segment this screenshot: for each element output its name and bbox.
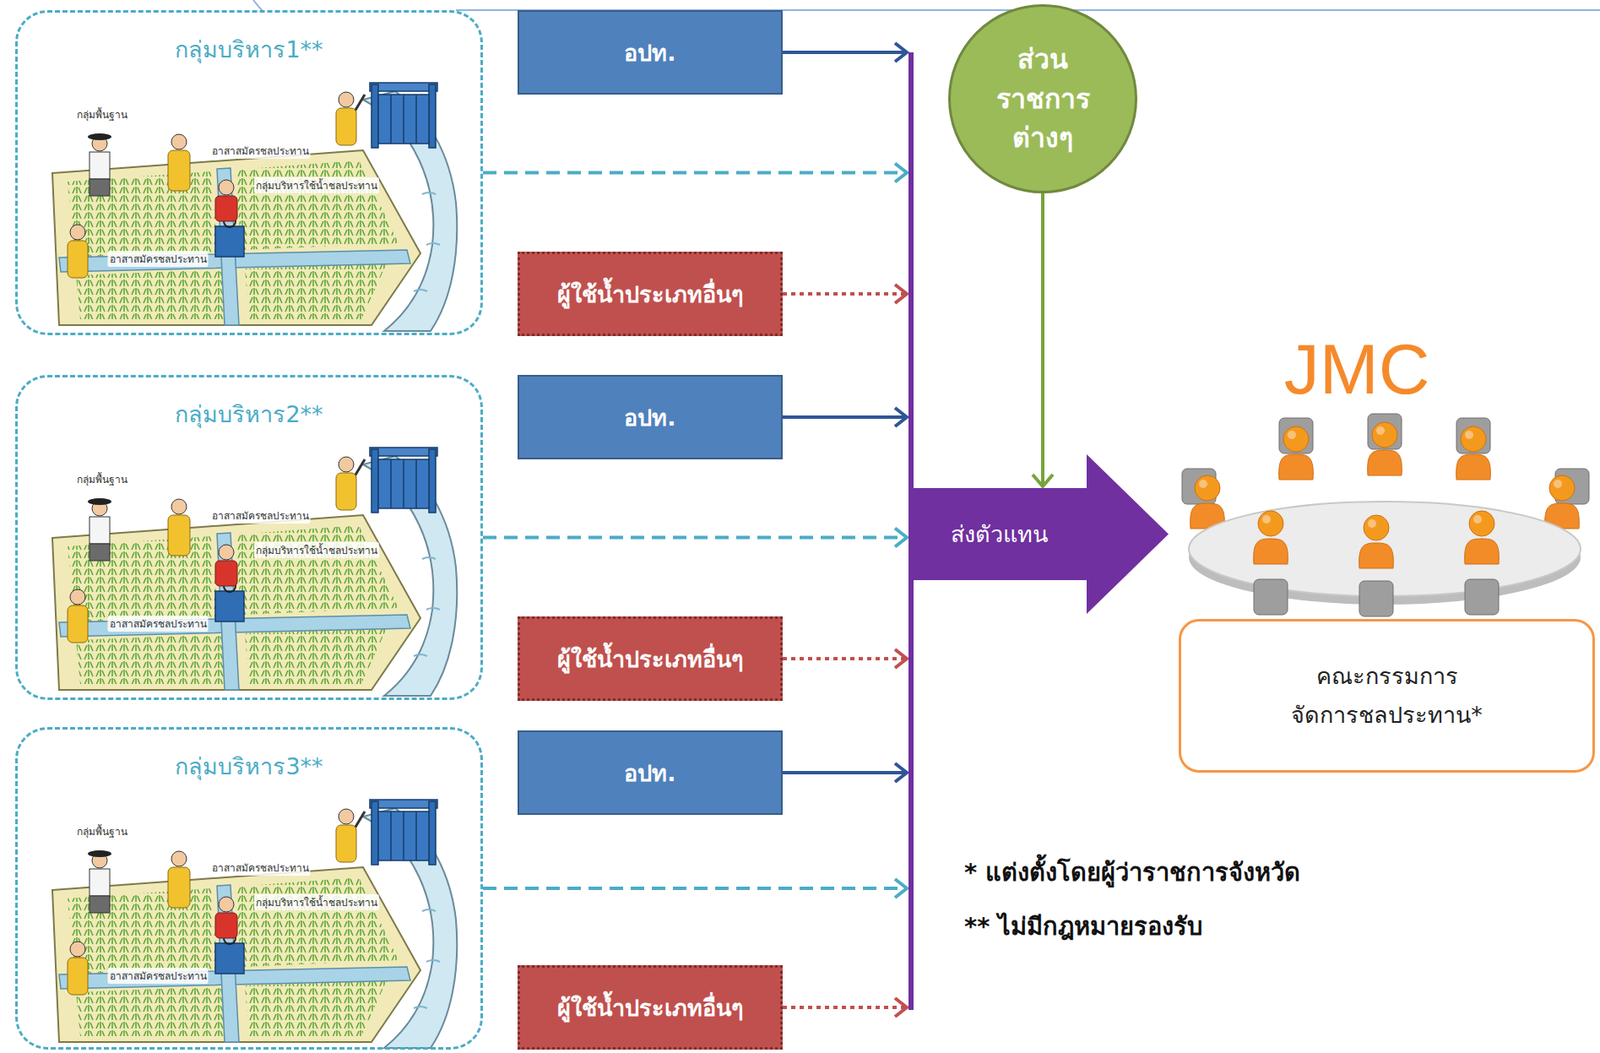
illustration-label: อาสาสมัครชลประทาน (108, 967, 209, 984)
illustration-label: อาสาสมัครชลประทาน (210, 859, 311, 876)
illustration-label: กลุ่มพื้นฐาน (75, 106, 130, 123)
node-text: อปท. (623, 399, 676, 436)
other-users-box: ผู้ใช้น้ำประเภทอื่นๆ (517, 965, 783, 1050)
connector-arrow (782, 534, 912, 1018)
node-text: ผู้ใช้น้ำประเภทอื่นๆ (557, 640, 744, 678)
arrow-polygon (911, 454, 1169, 614)
connector-arrow (782, 534, 912, 669)
node-text: อปท. (623, 34, 676, 71)
node-text: ส่วน ราชการ ต่างๆ (966, 39, 1119, 158)
management-group: กลุ่มบริหาร2** (15, 374, 483, 700)
group-title: กลุ่มบริหาร2** (17, 395, 481, 433)
illustration-label: อาสาสมัครชลประทาน (108, 250, 209, 267)
connector-arrow (782, 284, 912, 535)
node-text: ส่งตัวแทน (911, 488, 1087, 581)
canal-illustration (52, 82, 457, 331)
group-title: กลุ่มบริหาร3** (17, 748, 481, 785)
local-gov-box: อปท. (517, 10, 783, 95)
footnote: * แต่งตั้งโดยผู้ว่าราชการจังหวัด (964, 852, 1301, 892)
connector-arrow (782, 43, 912, 535)
committee-box: คณะกรรมการ จัดการชลประทาน* (1178, 618, 1595, 773)
jmc-heading: JMC (1284, 328, 1431, 411)
illustration-label: อาสาสมัครชลประทาน (108, 615, 209, 632)
meeting-illustration (1182, 413, 1590, 617)
connector-arrow (1032, 193, 1053, 487)
management-group: กลุ่มบริหาร1** (15, 10, 483, 336)
illustration-label: กลุ่มบริหารใช้น้ำชลประทาน (254, 177, 380, 194)
node-text: ผู้ใช้น้ำประเภทอื่นๆ (557, 276, 744, 313)
illustration-label: กลุ่มพื้นฐาน (75, 471, 130, 488)
illustration-label: กลุ่มบริหารใช้น้ำชลประทาน (254, 894, 380, 911)
canal-illustration (52, 447, 457, 696)
illustration-label: อาสาสมัครชลประทาน (210, 507, 311, 524)
illustration-label: กลุ่มบริหารใช้น้ำชลประทาน (254, 542, 380, 559)
group-title: กลุ่มบริหาร1** (17, 31, 481, 68)
canal-illustration (52, 799, 457, 1048)
other-users-box: ผู้ใช้น้ำประเภทอื่นๆ (517, 251, 783, 337)
other-users-box: ผู้ใช้น้ำประเภทอื่นๆ (517, 616, 783, 701)
agencies-circle: ส่วน ราชการ ต่างๆ (948, 4, 1138, 194)
node-text: คณะกรรมการ จัดการชลประทาน* (1201, 656, 1573, 735)
illustration-label: กลุ่มพื้นฐาน (75, 823, 130, 840)
illustration-label: อาสาสมัครชลประทาน (210, 142, 311, 159)
representative-arrow: ส่งตัวแทน (911, 454, 1169, 614)
local-gov-box: อปท. (517, 730, 783, 815)
connector-arrow (782, 534, 912, 783)
connector-arrow (482, 163, 912, 535)
connector-arrow (482, 534, 912, 899)
management-group: กลุ่มบริหาร3** (15, 726, 483, 1050)
footnote: ** ไม่มีกฎหมายรองรับ (964, 906, 1203, 946)
connector-arrow (482, 528, 912, 548)
node-text: อปท. (623, 754, 676, 792)
node-text: ผู้ใช้น้ำประเภทอื่นๆ (557, 989, 744, 1026)
connector-arrow (782, 407, 912, 535)
local-gov-box: อปท. (517, 374, 783, 460)
